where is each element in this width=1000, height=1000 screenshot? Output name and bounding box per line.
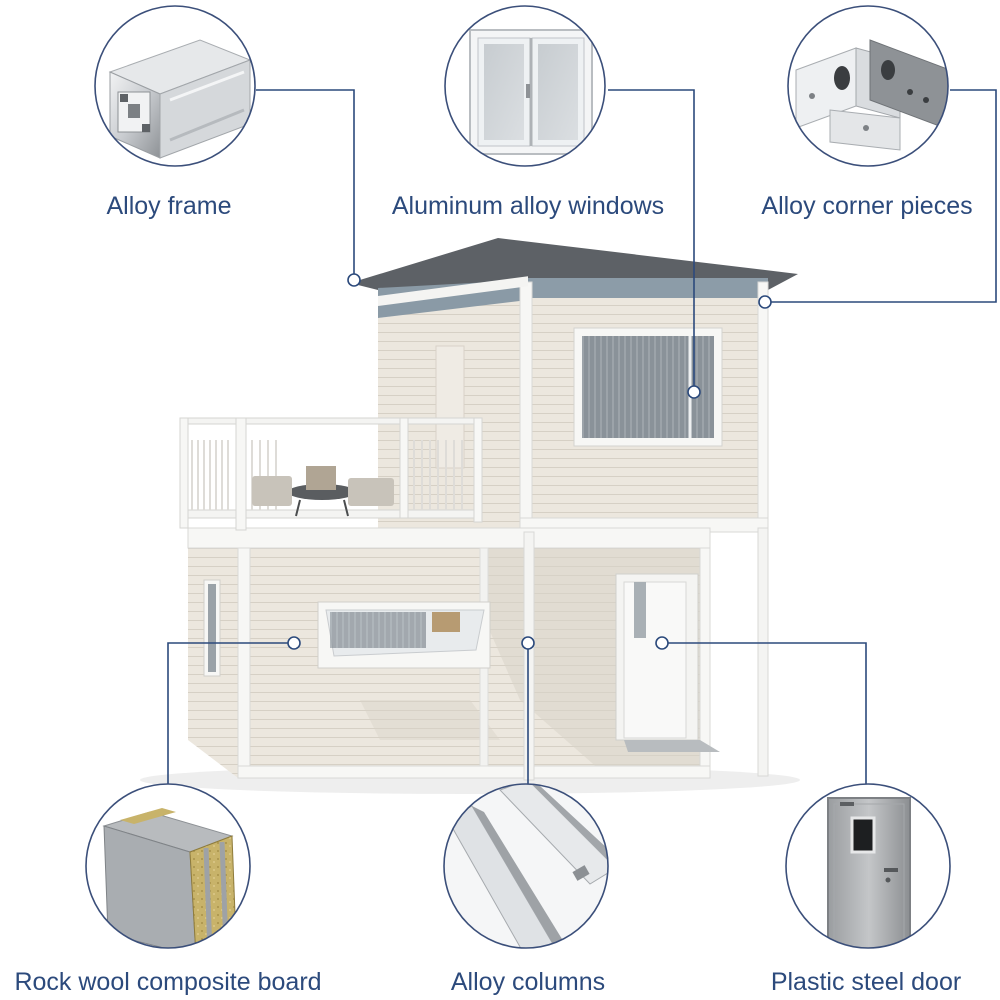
leader-alloy-frame: [256, 89, 355, 278]
label-rock-wool-board: Rock wool composite board: [14, 968, 322, 996]
support-column-right: [757, 527, 769, 777]
label-aluminum-windows: Aluminum alloy windows: [391, 192, 665, 220]
roof-fascia-front: [528, 278, 768, 298]
leader-windows: [608, 89, 695, 390]
leader-corner-pieces: [765, 89, 997, 303]
upper-side-door: [435, 345, 465, 469]
column-profile-icon: [443, 783, 609, 949]
sliding-window-icon: [444, 5, 606, 167]
rock-wool-panel-icon: [85, 783, 251, 949]
support-column-left: [523, 531, 535, 781]
leader-rock-wool: [167, 642, 294, 786]
aluminum-extrusion-profile-icon: [94, 5, 256, 167]
terrace-railing: [179, 417, 483, 531]
steel-door-icon: [785, 783, 951, 949]
label-corner-pieces: Alloy corner pieces: [761, 192, 973, 220]
container-house: [140, 238, 800, 794]
label-alloy-columns: Alloy columns: [450, 968, 606, 996]
label-steel-door: Plastic steel door: [770, 968, 962, 996]
leader-dots: [287, 273, 772, 650]
leader-door: [662, 642, 867, 786]
roof: [350, 238, 798, 290]
label-alloy-frame: Alloy frame: [106, 192, 232, 220]
leader-lines: [167, 89, 997, 786]
corner-fitting-icon: [787, 5, 949, 167]
